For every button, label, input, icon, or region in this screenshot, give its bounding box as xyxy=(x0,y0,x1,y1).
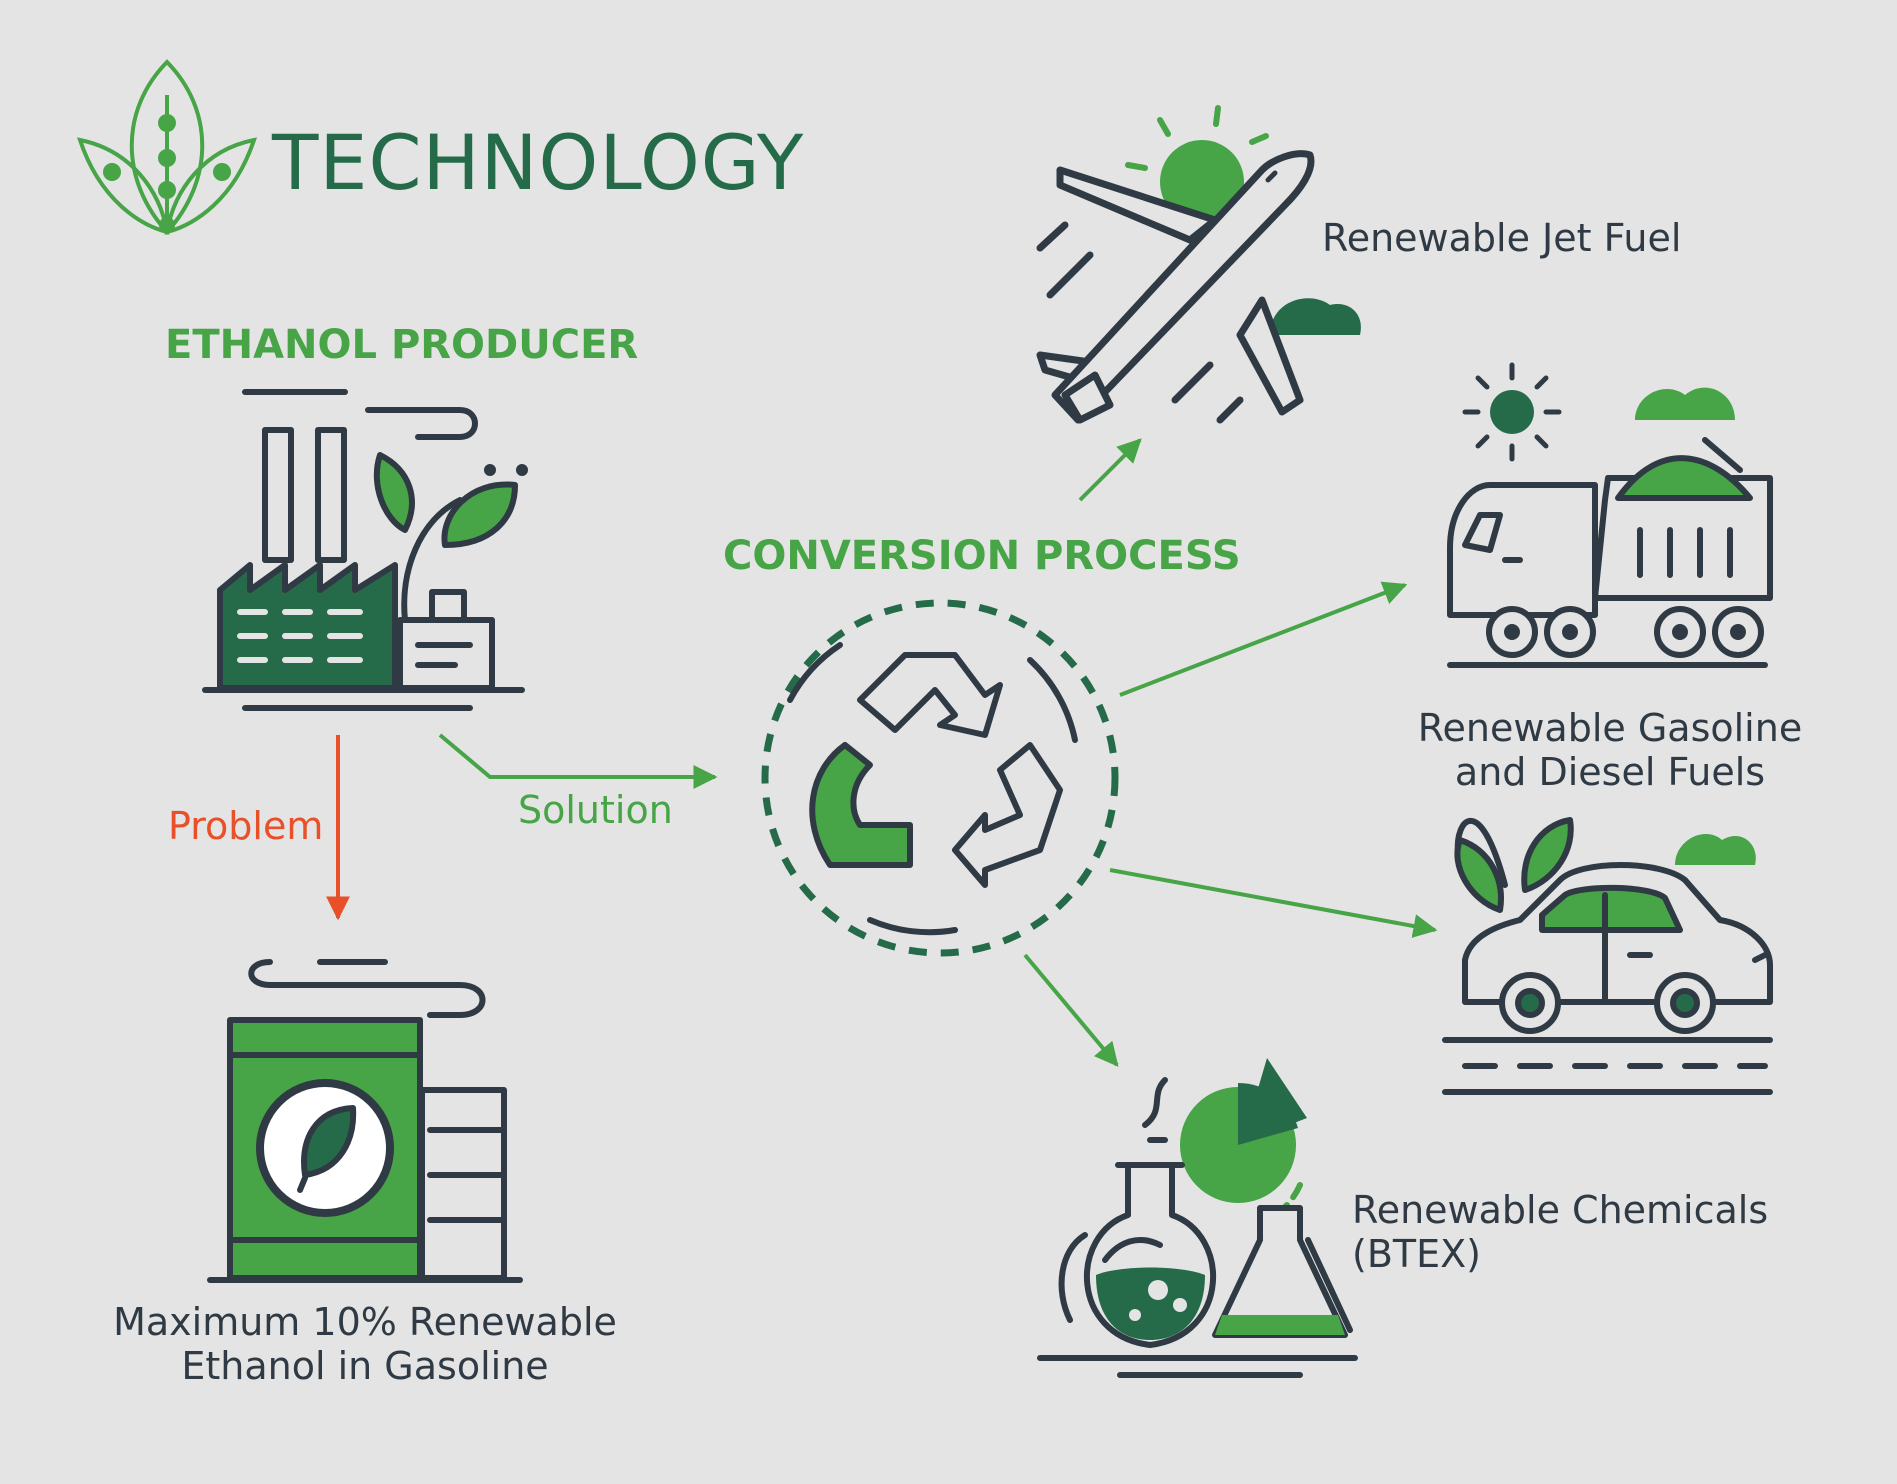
gasoline-diesel-label: Renewable Gasoline and Diesel Fuels xyxy=(1355,706,1865,794)
ethanol-producer-heading: ETHANOL PRODUCER xyxy=(165,322,639,368)
ethanol-limit-label: Maximum 10% Renewable Ethanol in Gasolin… xyxy=(100,1300,630,1388)
solution-arrow xyxy=(438,733,718,789)
dump-truck-icon xyxy=(1447,437,1773,668)
solution-label: Solution xyxy=(518,788,673,832)
cloud-icon-car xyxy=(1675,834,1756,865)
limit-line-2: Ethanol in Gasoline xyxy=(181,1344,549,1388)
car-icon xyxy=(1442,817,1773,1095)
problem-label: Problem xyxy=(168,804,324,848)
conversion-process-heading: CONVERSION PROCESS xyxy=(723,533,1241,579)
sun-icon-truck xyxy=(1462,362,1562,462)
chemicals-line-1: Renewable Chemicals xyxy=(1352,1188,1769,1232)
gasoline-line-1: Renewable Gasoline xyxy=(1417,706,1803,750)
arrow-to-truck xyxy=(1119,581,1408,697)
leaf-circuit-icon xyxy=(77,59,257,235)
cloud-icon xyxy=(1270,298,1361,335)
recycle-icon xyxy=(761,599,1119,957)
limit-line-1: Maximum 10% Renewable xyxy=(113,1300,617,1344)
fuel-barrel-icon xyxy=(207,959,523,1283)
cloud-icon-truck xyxy=(1635,387,1735,420)
brand-title: TECHNOLOGY xyxy=(272,118,805,207)
chemicals-line-2: (BTEX) xyxy=(1352,1232,1481,1276)
factory-icon xyxy=(202,389,525,711)
gasoline-line-2: and Diesel Fuels xyxy=(1454,750,1766,794)
plant-icon xyxy=(373,452,528,623)
arrow-to-jet xyxy=(1078,438,1142,502)
sun-icon xyxy=(1125,105,1269,224)
airplane-icon xyxy=(1036,150,1315,424)
jet-fuel-label: Renewable Jet Fuel xyxy=(1322,216,1682,260)
chemicals-label: Renewable Chemicals (BTEX) xyxy=(1352,1188,1768,1276)
arrow-to-car xyxy=(1109,868,1438,938)
lab-flask-icon xyxy=(1037,1058,1358,1378)
arrow-to-chemicals xyxy=(1023,953,1119,1067)
